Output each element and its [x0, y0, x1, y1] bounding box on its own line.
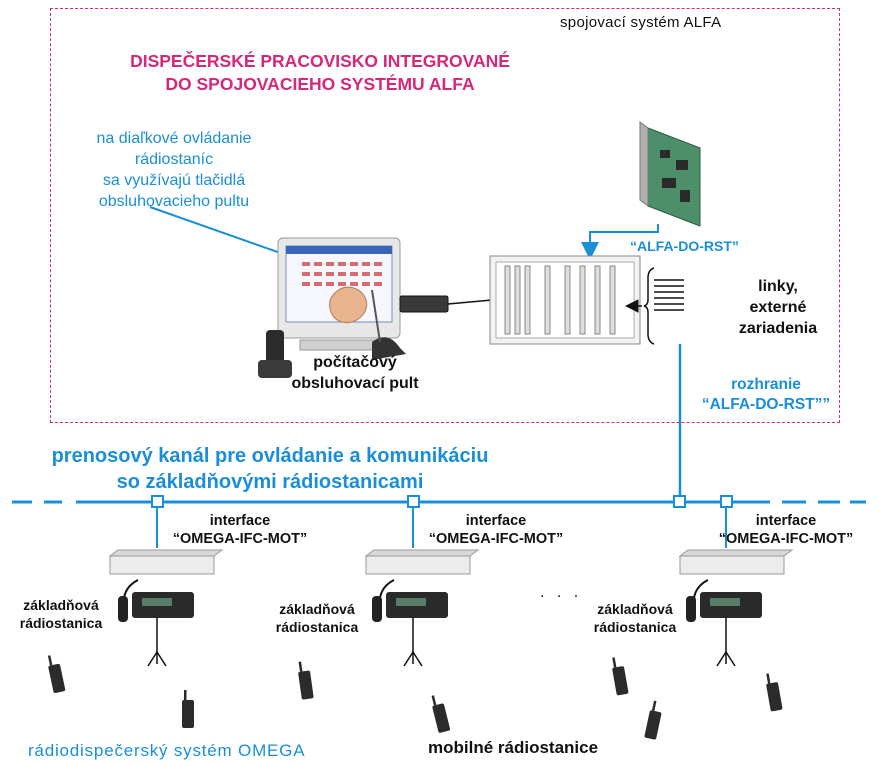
handheld-radios: [47, 655, 783, 740]
ifc-label-3-line2: “OMEGA-IFC-MOT”: [718, 531, 854, 547]
alfa-system-frame: [50, 8, 840, 423]
ifc-box-1: [108, 549, 224, 575]
title-line-2: DO SPOJOVACIEHO SYSTÉMU ALFA: [165, 74, 475, 94]
channel-label: prenosový kanál pre ovládanie a komuniká…: [30, 443, 510, 495]
lines-label-3: zariadenia: [738, 320, 818, 337]
ifc-label-1-line2: “OMEGA-IFC-MOT”: [172, 531, 308, 547]
system-label: spojovací systém ALFA: [560, 14, 722, 31]
channel-label-2: so základňovými rádiostanicami: [116, 471, 424, 493]
lines-label-2: externé: [749, 299, 807, 316]
omega-system-label: rádiodispečerský systém OMEGA: [28, 741, 306, 760]
card-arrow: [581, 224, 659, 260]
base-label-3-line1: základňová: [597, 601, 673, 617]
computer-console: [258, 237, 493, 378]
card-label: “ALFA-DO-RST”: [630, 238, 739, 254]
base-label-3-line2: rádiostanica: [593, 619, 677, 635]
note-line-4: obsluhovacieho pultu: [98, 193, 250, 210]
console-label-2: obsluhovací pult: [291, 375, 419, 392]
base-label-1-line1: základňová: [23, 597, 99, 613]
base-station-1: [118, 579, 194, 667]
base-station-label-2: základňová rádiostanica: [262, 600, 372, 636]
interface-label: rozhranie “ALFA-DO-RST””: [676, 375, 856, 415]
bus-junctions: [151, 495, 733, 548]
more-stations-dots: . . .: [540, 584, 583, 601]
external-lines: [625, 267, 684, 345]
ifc-label-3: interface “OMEGA-IFC-MOT”: [696, 512, 876, 548]
note-line-3: sa využívajú tlačidlá: [102, 172, 246, 189]
base-station-label-3: základňová rádiostanica: [580, 600, 690, 636]
console-label: počítačový obsluhovací pult: [270, 352, 440, 394]
ifc-label-1: interface “OMEGA-IFC-MOT”: [150, 512, 330, 548]
alfa-do-rst-card: [639, 121, 701, 227]
remote-control-note: na diaľkové ovládanie rádiostaníc sa vyu…: [58, 128, 290, 212]
base-label-1-line2: rádiostanica: [19, 615, 103, 631]
base-station-2: [372, 579, 448, 667]
base-label-2-line2: rádiostanica: [275, 619, 359, 635]
interface-label-2: “ALFA-DO-RST””: [701, 396, 831, 413]
ifc-label-3-line1: interface: [755, 513, 817, 529]
note-line-2: rádiostaníc: [134, 151, 214, 168]
ifc-label-2-line1: interface: [465, 513, 527, 529]
title-line-1: DISPEČERSKÉ PRACOVISKO INTEGROVANÉ: [130, 51, 510, 71]
switch-rack: [489, 255, 641, 345]
ifc-label-1-line1: interface: [209, 513, 271, 529]
base-station-label-1: základňová rádiostanica: [6, 596, 116, 632]
ifc-box-3: [678, 549, 794, 575]
mobile-stations-label: mobilné rádiostanice: [428, 738, 599, 757]
base-station-3: [686, 579, 762, 667]
lines-label-1: linky,: [758, 278, 798, 295]
base-label-2-line1: základňová: [279, 601, 355, 617]
note-line-1: na diaľkové ovládanie: [96, 130, 252, 147]
ifc-box-2: [364, 549, 480, 575]
channel-label-1: prenosový kanál pre ovládanie a komuniká…: [51, 445, 489, 467]
external-lines-label: linky, externé zariadenia: [728, 276, 828, 339]
ifc-label-2-line2: “OMEGA-IFC-MOT”: [428, 531, 564, 547]
diagram-title: DISPEČERSKÉ PRACOVISKO INTEGROVANÉ DO SP…: [60, 50, 580, 96]
console-label-1: počítačový: [313, 354, 397, 371]
interface-link: [673, 344, 686, 508]
interface-label-1: rozhranie: [731, 376, 801, 393]
ifc-label-2: interface “OMEGA-IFC-MOT”: [406, 512, 586, 548]
